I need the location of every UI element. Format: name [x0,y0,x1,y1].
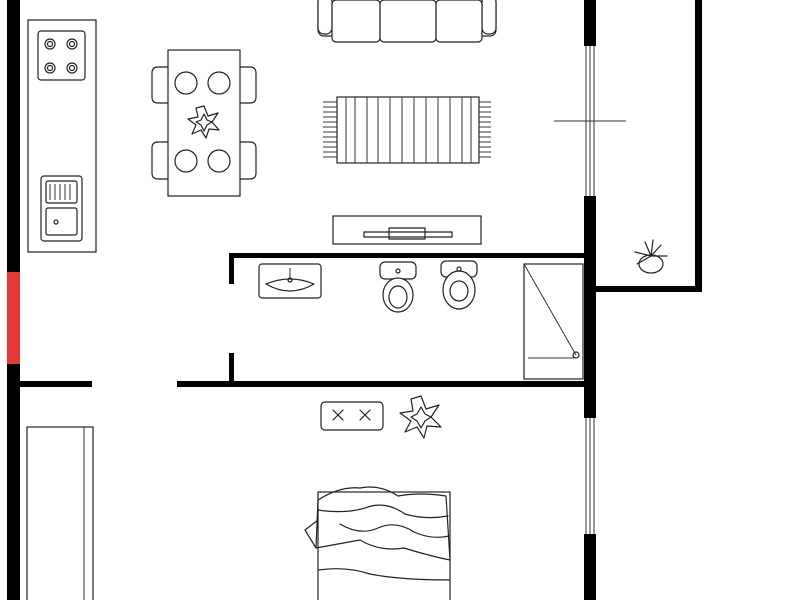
bedroom-window [585,418,595,534]
rug-icon [323,96,491,164]
bedside-table-icon [320,401,384,431]
sofa-icon [317,0,497,43]
toilet-icon [440,260,478,310]
bathroom-left-wall-top [229,253,234,284]
balcony-right-wall [695,0,702,292]
plant-icon [187,105,220,139]
toilet-icon [379,261,417,313]
stove-icon [37,30,86,81]
bathroom-sink-icon [258,263,322,299]
right-wall-bottom [584,534,596,600]
bedroom-top-wall-right [177,381,596,387]
wardrobe-icon [26,426,94,600]
bathroom-left-wall-bottom [229,353,234,386]
right-wall-top [584,0,596,46]
kitchen-counter [27,19,97,253]
tv-console-icon [332,215,482,245]
windows [554,46,626,534]
balcony-bottom-wall [596,286,702,292]
dining-table-icon [151,49,257,197]
bathroom-top-wall [229,253,596,258]
plant-icon [399,395,442,439]
plant-icon [634,239,668,274]
entrance-door[interactable] [7,272,20,364]
sink-icon [40,175,83,242]
shower-icon [523,263,584,380]
right-wall-middle [584,196,596,418]
bed-icon [304,486,451,600]
left-exterior-wall [7,0,20,272]
bedroom-top-wall-left [20,381,92,387]
left-exterior-wall-lower [7,364,20,600]
walls [7,0,702,600]
